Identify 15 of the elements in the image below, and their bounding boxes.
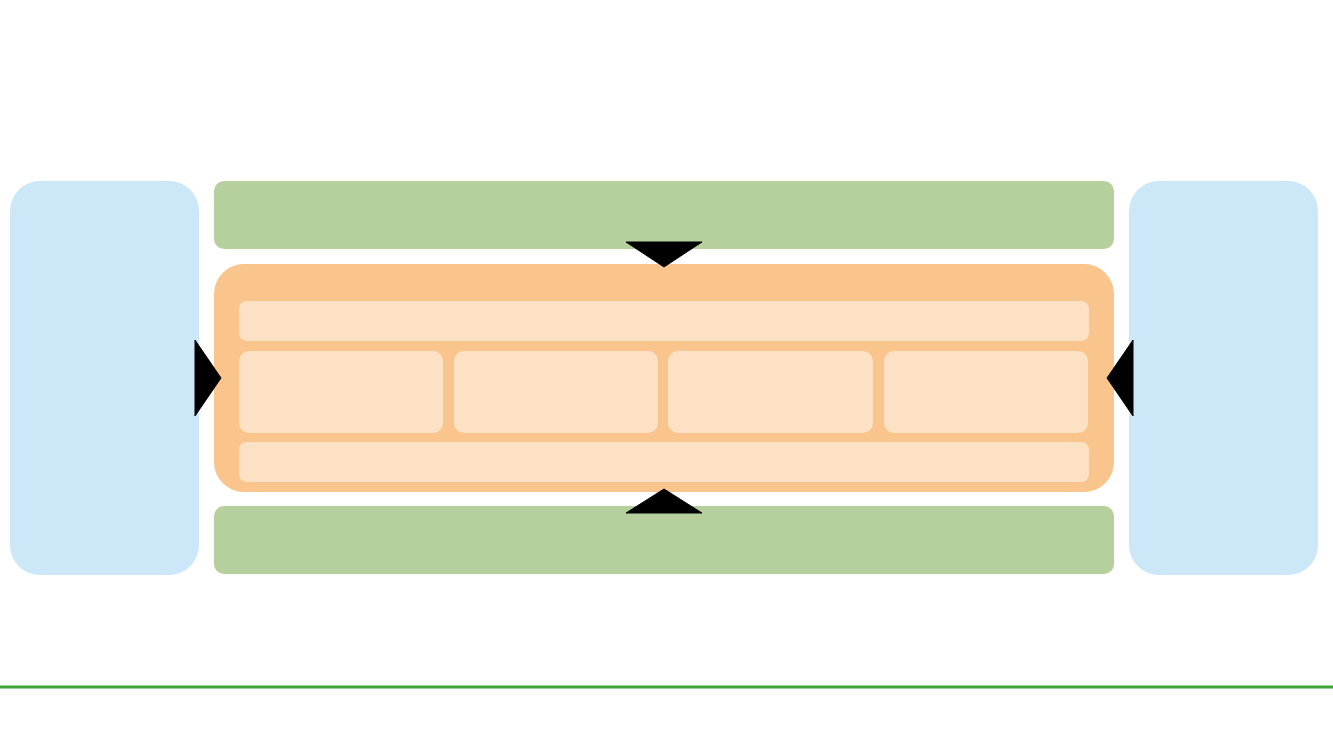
inner-box bbox=[239, 301, 1089, 341]
arrowhead bbox=[625, 241, 703, 268]
arrowhead bbox=[194, 339, 222, 417]
inner-box bbox=[239, 351, 443, 433]
panel-box bbox=[10, 181, 199, 575]
inner-box bbox=[668, 351, 873, 433]
inner-box bbox=[239, 442, 1089, 482]
panel-box bbox=[214, 181, 1114, 249]
inner-box bbox=[884, 351, 1088, 433]
arrowhead bbox=[625, 488, 703, 514]
panel-box bbox=[214, 264, 1114, 492]
inner-box bbox=[454, 351, 658, 433]
arrowhead bbox=[1106, 339, 1134, 417]
panel-box bbox=[214, 506, 1114, 574]
panel-box bbox=[1129, 181, 1318, 575]
